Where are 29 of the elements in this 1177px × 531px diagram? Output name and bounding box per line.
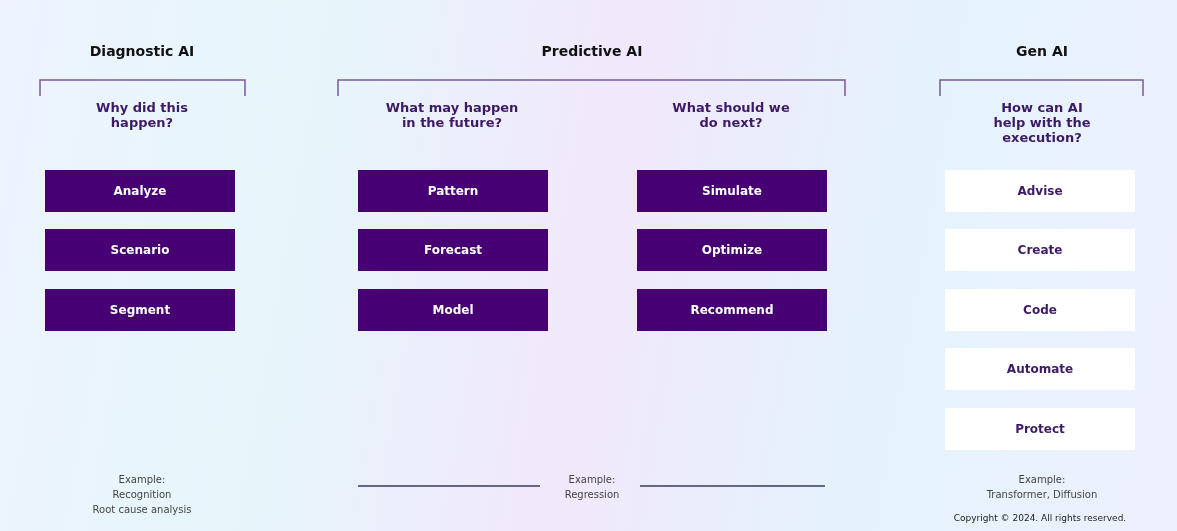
example-heading: Example:: [1017, 474, 1067, 485]
example-text: Transformer, Diffusion: [985, 489, 1099, 500]
question-text: What should we do next?: [671, 100, 791, 130]
capability-box: Model: [358, 289, 548, 331]
capability-box: Pattern: [358, 170, 548, 212]
capability-card: Automate: [945, 348, 1135, 390]
capability-box: Segment: [45, 289, 235, 331]
capability-box: Optimize: [637, 229, 827, 271]
example-heading: Example:: [567, 474, 617, 485]
capability-card: Advise: [945, 170, 1135, 212]
capability-card: Protect: [945, 408, 1135, 450]
column-title: Diagnostic AI: [88, 43, 196, 59]
capability-box: Scenario: [45, 229, 235, 271]
capability-card: Code: [945, 289, 1135, 331]
example-text: Regression: [563, 489, 621, 500]
capability-box: Simulate: [637, 170, 827, 212]
example-text: Recognition: [111, 489, 173, 500]
question-text: How can AI help with the execution?: [992, 100, 1092, 145]
capability-box: Forecast: [358, 229, 548, 271]
capability-card: Create: [945, 229, 1135, 271]
column-title: Gen AI: [1015, 43, 1069, 59]
question-text: Why did this happen?: [95, 100, 189, 130]
example-text: Root cause analysis: [91, 504, 193, 515]
capability-box: Recommend: [637, 289, 827, 331]
capability-box: Analyze: [45, 170, 235, 212]
question-text: What may happen in the future?: [384, 100, 520, 130]
copyright-notice: Copyright © 2024. All rights reserved.: [952, 513, 1128, 523]
column-title: Predictive AI: [540, 43, 644, 59]
example-heading: Example:: [117, 474, 167, 485]
